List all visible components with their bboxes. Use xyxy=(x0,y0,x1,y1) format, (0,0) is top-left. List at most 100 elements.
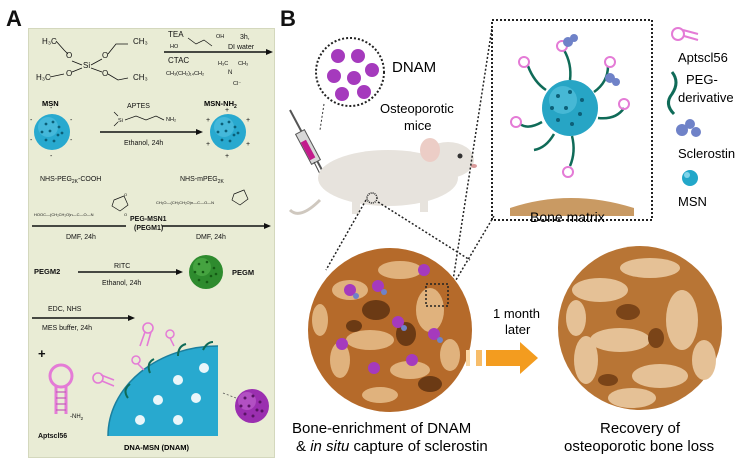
aptamer-label: Aptscl56 xyxy=(38,433,67,440)
nhs-peg-label: NHS-PEG2K-COOH xyxy=(40,176,101,185)
msn-sphere: ---- -- xyxy=(30,105,73,160)
panel-b-letter: B xyxy=(280,6,296,31)
aptes-nh2: NH₂ xyxy=(166,117,176,123)
caption-right-1: Recovery of xyxy=(600,420,681,437)
aptes-cond: Ethanol, 24h xyxy=(124,140,163,147)
svg-text:-: - xyxy=(30,137,33,144)
synthesis-scheme: H₃C CH₃ Si H₃C CH₃ O O O O TEA 3h, DI wa… xyxy=(30,30,273,452)
svg-text:+: + xyxy=(246,117,250,124)
svg-text:-: - xyxy=(30,117,33,124)
teos-o1: O xyxy=(66,51,72,60)
teos-o3: O xyxy=(66,69,72,78)
solvent-label: DI water xyxy=(228,44,255,51)
ctac-label: CTAC xyxy=(168,56,189,65)
bone-matrix-zoom-box xyxy=(491,19,653,221)
legend-msn-label: MSN xyxy=(678,194,707,209)
bone-before-circle xyxy=(308,248,472,412)
legend-msn-icon xyxy=(682,170,698,186)
aptamer-hairpin-small-2 xyxy=(92,372,115,387)
aptamer-hairpin-small-1 xyxy=(139,322,154,347)
ctac-ch3: CH₃ xyxy=(238,61,248,67)
teos-h3c-bottom: H₃C xyxy=(36,73,51,82)
svg-text:-: - xyxy=(70,117,73,124)
legend-aptamer-label: Aptscl56 xyxy=(678,50,728,65)
edc-label: EDC, NHS xyxy=(48,306,82,313)
step3-cond2: DMF, 24h xyxy=(196,234,226,241)
pegm1-label: (PEGM1) xyxy=(134,225,163,232)
ctac-cl: Cl⁻ xyxy=(233,81,241,87)
teos-si: Si xyxy=(83,61,90,70)
step3-reaction: NHS-PEG2K-COOH HOOC—(CH₂CH₂O)n—C—O—N O O… xyxy=(32,176,271,241)
dna-msn-quarter-sphere xyxy=(107,329,219,437)
step1-reaction: TEA 3h, DI water HO OH CTAC H₃C CH₃ N CH… xyxy=(164,30,273,87)
dnam-label: DNAM xyxy=(392,59,436,76)
edc-cond: MES buffer, 24h xyxy=(42,325,92,332)
mice-label-2: mice xyxy=(404,118,431,133)
dnam-cluster-circle xyxy=(315,37,385,107)
mice-label-1: Osteoporotic xyxy=(380,101,454,116)
svg-text:+: + xyxy=(206,117,210,124)
caption-right-2: osteoporotic bone loss xyxy=(564,438,714,455)
peg-msn1-label: PEG-MSN1 xyxy=(130,216,167,223)
time-label: 3h, xyxy=(240,34,250,41)
ctac-chain: CH₃(CH₂)₁₄CH₂ xyxy=(166,71,204,77)
ritc-cond: Ethanol, 24h xyxy=(102,280,141,287)
osteoporotic-mouse xyxy=(288,138,477,215)
ctac-h3c: H₃C xyxy=(218,61,228,67)
ctac-n: N xyxy=(228,70,232,76)
nhs-mpeg-label: NHS-mPEG2K xyxy=(180,176,225,185)
aptes-si: Si xyxy=(118,118,123,124)
legend-aptamer-icon xyxy=(671,27,699,41)
later-label-1: 1 month xyxy=(493,306,540,321)
pegm2-label: PEGM2 xyxy=(34,267,60,276)
svg-text:+: + xyxy=(225,153,229,160)
msn-label: MSN xyxy=(42,99,59,108)
bone-matrix-label: Bone matrix xyxy=(530,209,605,225)
tea-oh: OH xyxy=(216,34,224,40)
svg-text:-: - xyxy=(50,105,53,112)
mpeg-chain: CH₃O—(CH₂CH₂O)n—C—O—N xyxy=(156,200,214,205)
pegm-sphere xyxy=(189,255,223,289)
mechanism-illustration: DNAM Osteoporotic mice xyxy=(288,19,735,455)
msn-nh2-sphere: + + + + + + xyxy=(206,107,250,160)
aptamer-nh2: -NH2 xyxy=(70,414,84,421)
step4-reaction: PEGM2 RITC Ethanol, 24h PEGM xyxy=(34,263,254,287)
aptes-label: APTES xyxy=(127,103,150,110)
dnam-product-label: DNA-MSN (DNAM) xyxy=(124,443,189,452)
legend-peg-label-2: derivative xyxy=(678,90,734,105)
legend-sclerostin-icon xyxy=(676,119,701,137)
legend-peg-icon xyxy=(667,71,678,116)
plus-sign: + xyxy=(38,346,46,361)
time-arrow xyxy=(466,342,538,374)
svg-text:+: + xyxy=(225,107,229,114)
teos-ch3-top: CH₃ xyxy=(133,37,148,46)
caption-left-1: Bone-enrichment of DNAM xyxy=(292,420,471,437)
legend-sclerostin-label: Sclerostin xyxy=(678,146,735,161)
teos-o2: O xyxy=(102,51,108,60)
svg-text:+: + xyxy=(246,141,250,148)
tea-ho: HO xyxy=(170,44,179,50)
caption-left-2: & in situ capture of sclerostin xyxy=(296,438,488,455)
dnam-purple-sphere xyxy=(235,389,269,423)
bone-after-circle xyxy=(558,246,722,410)
peg-chain: HOOC—(CH₂CH₂O)n—C—O—N xyxy=(34,212,94,217)
peg-nhs-o1: O xyxy=(124,192,127,197)
step3-cond1: DMF, 24h xyxy=(66,234,96,241)
later-label-2: later xyxy=(505,322,531,337)
legend: Aptscl56 PEG- derivative Sclerostin MSN xyxy=(667,27,735,209)
legend-peg-label-1: PEG- xyxy=(686,72,718,87)
panel-a-letter: A xyxy=(6,6,22,31)
step2-reaction: APTES Si NH₂ Ethanol, 24h xyxy=(100,103,203,147)
step5-reaction: EDC, NHS MES buffer, 24h + -NH2 Aptscl56 xyxy=(32,306,135,440)
teos-structure: H₃C CH₃ Si H₃C CH₃ O O O O xyxy=(36,37,148,82)
ritc-label: RITC xyxy=(114,263,130,270)
svg-text:-: - xyxy=(70,137,73,144)
tea-label: TEA xyxy=(168,30,184,39)
pegm-label: PEGM xyxy=(232,268,254,277)
peg-nhs-o2: O xyxy=(124,212,127,217)
svg-text:+: + xyxy=(206,141,210,148)
msn-nh2-label: MSN-NH2 xyxy=(204,99,237,110)
teos-o4: O xyxy=(102,69,108,78)
teos-ch3-bottom: CH₃ xyxy=(133,73,148,82)
teos-h3c-top: H₃C xyxy=(42,37,57,46)
